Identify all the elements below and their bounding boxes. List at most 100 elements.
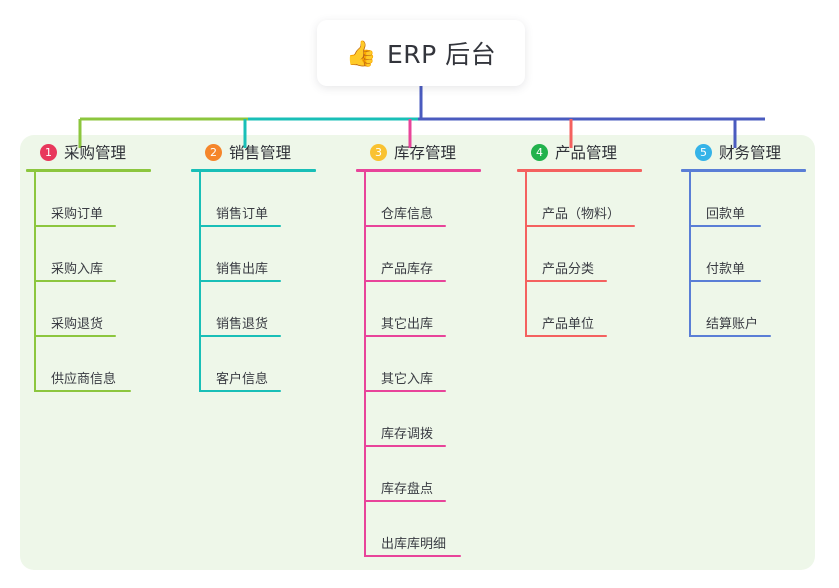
branch-item[interactable]: 其它出库 [364, 282, 508, 337]
branch-item-rule [199, 335, 281, 337]
branch-item-label: 付款单 [706, 262, 746, 277]
root-node[interactable]: 👍 ERP 后台 [317, 20, 525, 86]
branch-column-1: 1 采购管理采购订单采购入库采购退货供应商信息 [20, 135, 178, 392]
branch-item-rule [364, 445, 446, 447]
branch-title-5: 财务管理 [719, 144, 782, 162]
branch-item-label: 采购入库 [51, 262, 104, 277]
branch-column-3: 3 库存管理仓库信息产品库存其它出库其它入库库存调拨库存盘点出库库明细 [350, 135, 508, 557]
branch-item[interactable]: 采购入库 [34, 227, 178, 282]
branch-item-rule [689, 335, 771, 337]
branch-badge-2: 2 [205, 143, 222, 161]
branch-item-label: 产品单位 [542, 317, 595, 332]
branch-spine-1 [34, 172, 36, 392]
branch-items-2: 销售订单销售出库销售退货客户信息 [199, 172, 343, 392]
branch-item-rule [364, 555, 461, 557]
branch-header-3[interactable]: 3 库存管理 [350, 135, 508, 169]
branch-item-rule [364, 500, 446, 502]
branch-item[interactable]: 销售出库 [199, 227, 343, 282]
branch-items-1: 采购订单采购入库采购退货供应商信息 [34, 172, 178, 392]
branch-item[interactable]: 付款单 [689, 227, 833, 282]
branch-item-label: 出库库明细 [381, 537, 447, 552]
thumbs-up-icon: 👍 [345, 38, 377, 68]
branch-item-rule [525, 280, 607, 282]
branch-badge-4: 4 [531, 143, 548, 161]
branch-item-label: 结算账户 [706, 317, 759, 332]
branch-item-label: 销售退货 [216, 317, 269, 332]
branch-item-rule [364, 225, 446, 227]
branch-column-5: 5 财务管理回款单付款单结算账户 [675, 135, 833, 337]
branch-items-4: 产品（物料） 产品分类产品单位 [525, 172, 669, 337]
branch-spine-2 [199, 172, 201, 392]
branch-item-rule [34, 225, 116, 227]
branch-item-label: 采购订单 [51, 207, 104, 222]
branch-item-rule [364, 335, 446, 337]
branch-badge-1: 1 [40, 143, 57, 161]
branch-item[interactable]: 产品单位 [525, 282, 669, 337]
branch-item-label: 采购退货 [51, 317, 104, 332]
branch-header-5[interactable]: 5 财务管理 [675, 135, 833, 169]
branch-item[interactable]: 库存调拨 [364, 392, 508, 447]
branch-header-rule-1 [26, 169, 151, 172]
branch-item[interactable]: 客户信息 [199, 337, 343, 392]
branch-item-rule [199, 390, 281, 392]
branch-item-label: 产品库存 [381, 262, 434, 277]
branch-item[interactable]: 库存盘点 [364, 447, 508, 502]
branch-spine-5 [689, 172, 691, 337]
branch-item-rule [34, 335, 116, 337]
branch-item[interactable]: 出库库明细 [364, 502, 508, 557]
branch-header-rule-4 [517, 169, 642, 172]
branch-item-rule [199, 225, 281, 227]
branch-item-rule [34, 390, 131, 392]
branch-item-label: 库存调拨 [381, 427, 434, 442]
branch-item[interactable]: 供应商信息 [34, 337, 178, 392]
branch-item-label: 供应商信息 [51, 372, 117, 387]
branch-item[interactable]: 销售订单 [199, 172, 343, 227]
branch-item-label: 客户信息 [216, 372, 269, 387]
branch-item[interactable]: 采购退货 [34, 282, 178, 337]
branch-item-rule [689, 225, 761, 227]
branch-item-rule [34, 280, 116, 282]
branch-header-rule-5 [681, 169, 806, 172]
branch-column-2: 2 销售管理销售订单销售出库销售退货客户信息 [185, 135, 343, 392]
branch-badge-5: 5 [695, 143, 712, 161]
branch-badge-3: 3 [370, 143, 387, 161]
branch-title-3: 库存管理 [394, 144, 457, 162]
branch-item[interactable]: 结算账户 [689, 282, 833, 337]
branch-spine-3 [364, 172, 366, 557]
branch-item-label: 销售订单 [216, 207, 269, 222]
branch-spine-4 [525, 172, 527, 337]
branch-item[interactable]: 回款单 [689, 172, 833, 227]
branch-header-1[interactable]: 1 采购管理 [20, 135, 178, 169]
branch-item-rule [364, 280, 446, 282]
branch-item[interactable]: 产品分类 [525, 227, 669, 282]
branch-item[interactable]: 产品（物料） [525, 172, 669, 227]
branch-item-label: 库存盘点 [381, 482, 434, 497]
branch-item-label: 产品分类 [542, 262, 595, 277]
branch-item-rule [689, 280, 761, 282]
branch-header-2[interactable]: 2 销售管理 [185, 135, 343, 169]
branch-title-1: 采购管理 [64, 144, 127, 162]
branch-items-3: 仓库信息产品库存其它出库其它入库库存调拨库存盘点出库库明细 [364, 172, 508, 557]
branch-item-label: 仓库信息 [381, 207, 434, 222]
branch-item-rule [525, 225, 635, 227]
branch-item-rule [364, 390, 446, 392]
branch-item[interactable]: 产品库存 [364, 227, 508, 282]
branch-item-rule [199, 280, 281, 282]
branch-item-rule [525, 335, 607, 337]
branch-title-2: 销售管理 [229, 144, 292, 162]
branch-item[interactable]: 销售退货 [199, 282, 343, 337]
branch-item[interactable]: 仓库信息 [364, 172, 508, 227]
branch-item-label: 其它出库 [381, 317, 434, 332]
branch-item-label: 产品（物料） [542, 207, 621, 222]
branch-header-rule-3 [356, 169, 481, 172]
branch-columns: 1 采购管理采购订单采购入库采购退货供应商信息 2 销售管理销售订单销售出库销售退货客… [20, 135, 815, 570]
branch-items-5: 回款单付款单结算账户 [689, 172, 833, 337]
branch-item[interactable]: 其它入库 [364, 337, 508, 392]
branch-header-rule-2 [191, 169, 316, 172]
branch-item[interactable]: 采购订单 [34, 172, 178, 227]
branches-panel [20, 135, 815, 570]
root-title: ERP 后台 [386, 40, 497, 69]
